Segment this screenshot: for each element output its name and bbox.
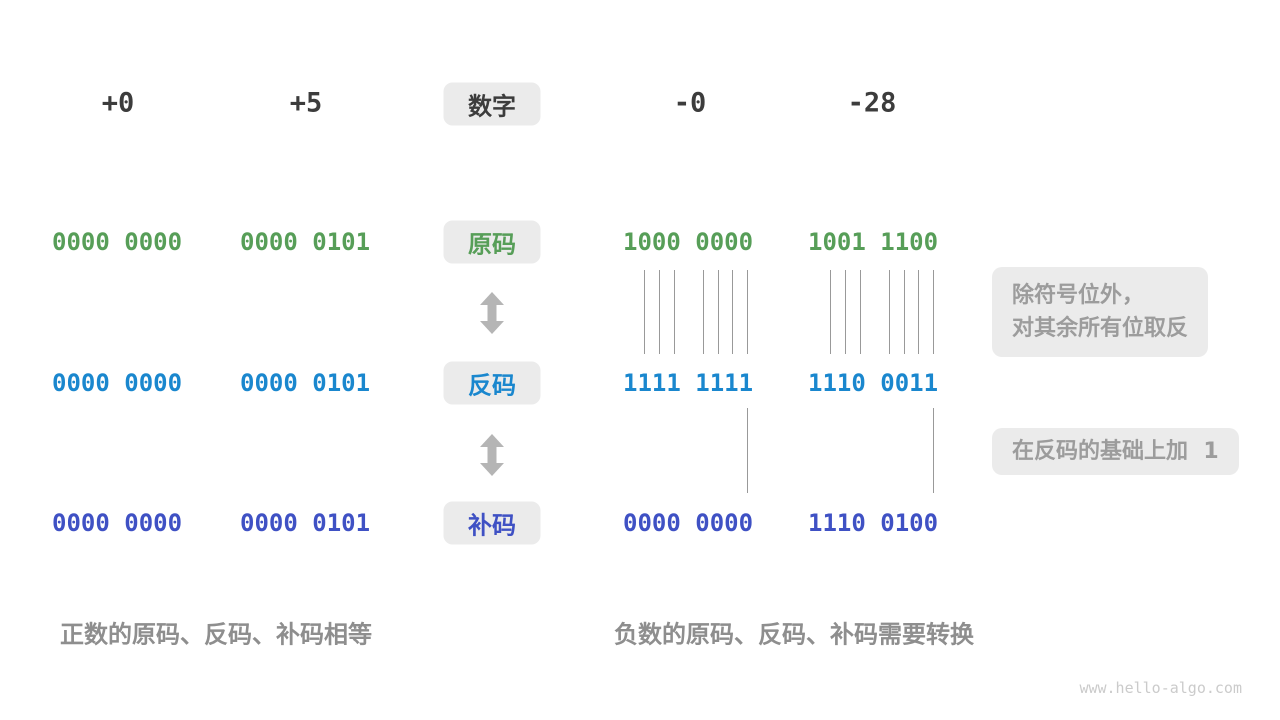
ones-complement-value: 0000 0101 xyxy=(240,369,371,397)
bit-flip-connector-line xyxy=(904,270,905,354)
header-label-minus-zero: -0 xyxy=(673,87,707,119)
up-down-arrow-icon xyxy=(480,292,504,334)
bit-flip-connector-line xyxy=(918,270,919,354)
header-label-minus-28: -28 xyxy=(847,87,897,119)
bit-flip-connector-line xyxy=(674,270,675,354)
bit-flip-connector-line xyxy=(732,270,733,354)
add-one-note: 在反码的基础上加 1 xyxy=(992,428,1239,475)
carry-connector-line xyxy=(747,408,748,493)
negative-numbers-caption: 负数的原码、反码、补码需要转换 xyxy=(614,620,974,649)
bit-flip-connector-line xyxy=(747,270,748,354)
ones-complement-value: 1111 1111 xyxy=(623,369,754,397)
site-watermark: www.hello-algo.com xyxy=(1079,679,1242,697)
up-down-arrow-icon xyxy=(480,434,504,476)
positive-numbers-caption: 正数的原码、反码、补码相等 xyxy=(60,620,372,649)
bit-flip-connector-line xyxy=(703,270,704,354)
twos-complement-value: 0000 0101 xyxy=(240,509,371,537)
sign-magnitude-value: 1001 1100 xyxy=(808,228,939,256)
twos-complement-badge: 补码 xyxy=(443,501,541,545)
sign-magnitude-value: 1000 0000 xyxy=(623,228,754,256)
ones-complement-value: 0000 0000 xyxy=(52,369,183,397)
bit-flip-connector-line xyxy=(659,270,660,354)
carry-connector-line xyxy=(933,408,934,493)
sign-magnitude-value: 0000 0000 xyxy=(52,228,183,256)
bit-flip-connector-line xyxy=(933,270,934,354)
bit-flip-connector-line xyxy=(830,270,831,354)
twos-complement-value: 0000 0000 xyxy=(623,509,754,537)
number-badge: 数字 xyxy=(443,82,541,126)
twos-complement-value: 1110 0100 xyxy=(808,509,939,537)
bit-flip-connector-line xyxy=(889,270,890,354)
bit-flip-connector-line xyxy=(860,270,861,354)
twos-complement-value: 0000 0000 xyxy=(52,509,183,537)
header-label-plus-zero: +0 xyxy=(101,87,135,119)
bit-flip-connector-line xyxy=(718,270,719,354)
ones-complement-value: 1110 0011 xyxy=(808,369,939,397)
bit-flip-connector-line xyxy=(644,270,645,354)
sign-magnitude-value: 0000 0101 xyxy=(240,228,371,256)
ones-complement-badge: 反码 xyxy=(443,361,541,405)
flip-bits-note: 除符号位外， 对其余所有位取反 xyxy=(992,267,1209,357)
bit-flip-connector-line xyxy=(845,270,846,354)
header-label-plus-five: +5 xyxy=(289,87,323,119)
sign-magnitude-badge: 原码 xyxy=(443,220,541,264)
